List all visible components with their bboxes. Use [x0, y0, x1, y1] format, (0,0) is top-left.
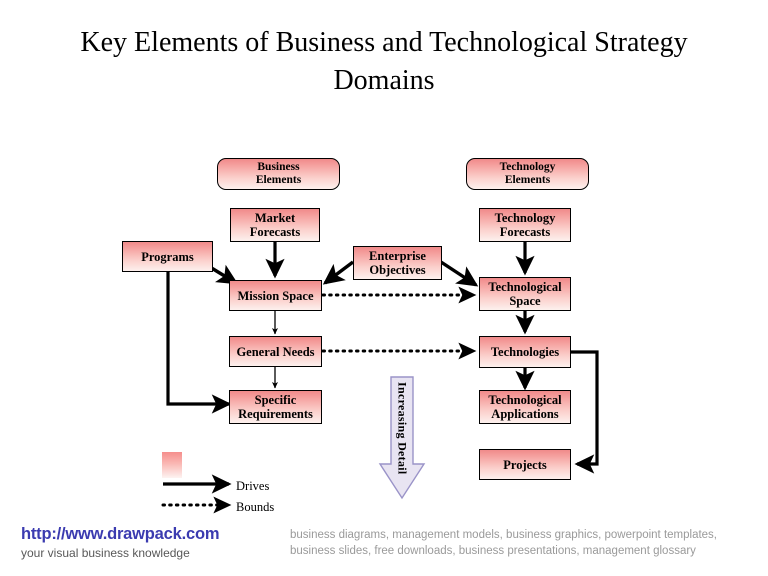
- node-technology-forecasts[interactable]: Technology Forecasts: [479, 208, 571, 242]
- header-business-elements[interactable]: Business Elements: [217, 158, 340, 190]
- node-programs[interactable]: Programs: [122, 241, 213, 272]
- node-projects[interactable]: Projects: [479, 449, 571, 480]
- page-title: Key Elements of Business and Technologic…: [80, 27, 688, 96]
- node-market-forecasts[interactable]: Market Forecasts: [230, 208, 320, 242]
- legend-drives-label: Drives: [236, 479, 270, 493]
- header-technology-elements[interactable]: Technology Elements: [466, 158, 589, 190]
- legend-bounds-label: Bounds: [236, 500, 275, 514]
- node-mission-space[interactable]: Mission Space: [229, 280, 322, 311]
- footer-website-link[interactable]: http://www.drawpack.com: [21, 525, 220, 543]
- increasing-detail-arrow-icon: [378, 376, 426, 500]
- node-specific-requirements[interactable]: Specific Requirements: [229, 390, 322, 424]
- node-enterprise-objectives[interactable]: Enterprise Objectives: [353, 246, 442, 280]
- footer-tagline: your visual business knowledge: [21, 546, 190, 560]
- node-technologies[interactable]: Technologies: [479, 336, 571, 368]
- connector-programs-to-specific-requirements: [166, 272, 232, 414]
- legend-element-swatch: [162, 452, 182, 478]
- connector-technologies-to-projects: [571, 350, 599, 474]
- node-general-needs[interactable]: General Needs: [229, 336, 322, 367]
- connector-enterprise-objectives-to-mission-space: [322, 260, 355, 285]
- node-technological-applications[interactable]: Technological Applications: [479, 390, 571, 424]
- node-technological-space[interactable]: Technological Space: [479, 277, 571, 311]
- footer-keywords: business diagrams, management models, bu…: [290, 529, 717, 557]
- connector-enterprise-objectives-to-technological-space: [440, 260, 479, 287]
